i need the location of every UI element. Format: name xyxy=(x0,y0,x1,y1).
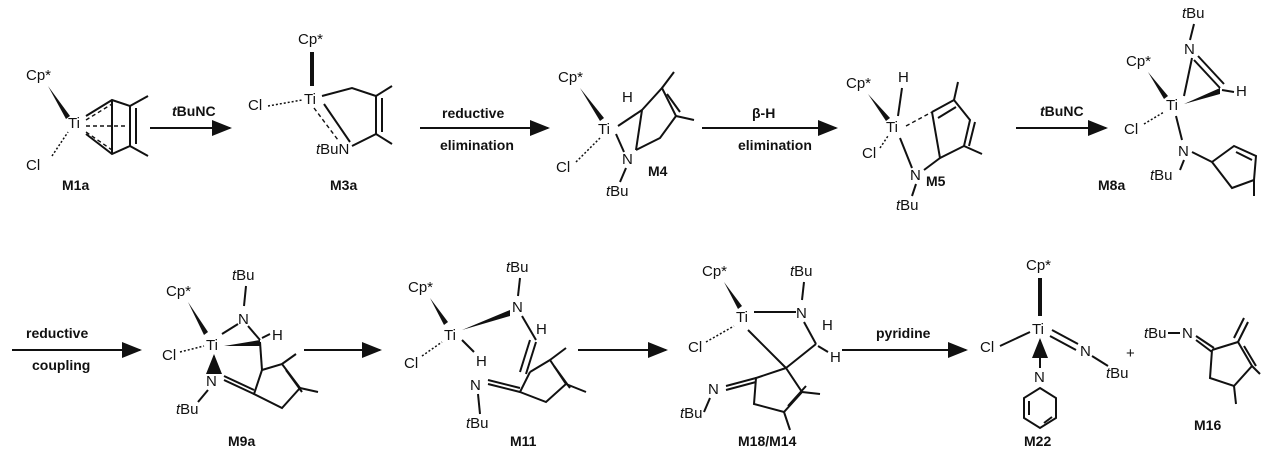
svg-text:Ti: Ti xyxy=(444,327,456,344)
svg-text:H: H xyxy=(822,317,833,334)
structure-M8a: tBu N Cp* Ti H Cl N tBu xyxy=(1124,5,1258,196)
svg-text:tBu: tBu xyxy=(1144,325,1167,342)
svg-text:H: H xyxy=(1236,83,1247,100)
svg-text:Cp*: Cp* xyxy=(1126,53,1151,70)
svg-text:tBu: tBu xyxy=(1182,5,1205,22)
label-M4: M4 xyxy=(648,163,668,179)
arrow-2-label-1: reductive xyxy=(442,105,504,121)
svg-text:tBu: tBu xyxy=(896,197,919,214)
svg-text:H: H xyxy=(272,327,283,344)
svg-text:N: N xyxy=(1182,325,1193,342)
svg-text:Cl: Cl xyxy=(1124,121,1138,138)
svg-text:N: N xyxy=(1080,343,1091,360)
structure-M22: Cp* Ti Cl N tBu + N xyxy=(980,257,1135,430)
svg-text:N: N xyxy=(470,377,481,394)
svg-text:N: N xyxy=(910,167,921,184)
svg-text:H: H xyxy=(898,69,909,86)
svg-text:Cp*: Cp* xyxy=(166,283,191,300)
svg-text:Cp*: Cp* xyxy=(558,69,583,86)
arrow-4-label: tBuNC xyxy=(1040,103,1084,119)
structure-M11: tBu N Cp* Ti Cl H H N tBu xyxy=(404,259,587,432)
structure-M16: tBu N xyxy=(1144,317,1261,405)
label-M22: M22 xyxy=(1024,433,1051,449)
arrow-5-label-2: coupling xyxy=(32,357,90,373)
svg-text:Cl: Cl xyxy=(556,159,570,176)
svg-text:N: N xyxy=(238,311,249,328)
arrow-3-label-1: β-H xyxy=(752,105,775,121)
arrow-3-label-2: elimination xyxy=(738,137,812,153)
structure-M5: Cp* Ti H Cl N tBu xyxy=(846,69,983,214)
svg-text:N: N xyxy=(708,381,719,398)
arrow-1-label: tBuNC xyxy=(172,103,216,119)
arrow-8-label: pyridine xyxy=(876,325,931,341)
svg-text:Cl: Cl xyxy=(162,347,176,364)
svg-text:tBu: tBu xyxy=(790,263,813,280)
svg-text:Ti: Ti xyxy=(68,115,80,132)
label-M5: M5 xyxy=(926,173,946,189)
svg-text:Ti: Ti xyxy=(736,309,748,326)
svg-text:Cl: Cl xyxy=(980,339,994,356)
svg-text:tBuN: tBuN xyxy=(316,141,349,158)
svg-text:H: H xyxy=(622,89,633,106)
arrow-2-label-2: elimination xyxy=(440,137,514,153)
svg-text:tBu: tBu xyxy=(1150,167,1173,184)
svg-text:Cl: Cl xyxy=(688,339,702,356)
svg-text:Cp*: Cp* xyxy=(702,263,727,280)
svg-text:H: H xyxy=(830,349,841,366)
structure-M3a: Cp* Ti Cl tBuN xyxy=(248,31,393,158)
svg-text:Cp*: Cp* xyxy=(408,279,433,296)
label-M8a: M8a xyxy=(1098,177,1125,193)
svg-text:N: N xyxy=(206,373,217,390)
svg-text:tBu: tBu xyxy=(466,415,489,432)
svg-text:Cl: Cl xyxy=(862,145,876,162)
svg-text:Ti: Ti xyxy=(598,121,610,138)
svg-text:N: N xyxy=(1178,143,1189,160)
label-M3a: M3a xyxy=(330,177,357,193)
structure-M1a: Cp* Ti Cl xyxy=(26,67,149,174)
svg-text:Cp*: Cp* xyxy=(1026,257,1051,274)
structure-M18-M14: Cp* Ti tBu N H H Cl N tBu xyxy=(680,263,841,431)
svg-text:N: N xyxy=(796,305,807,322)
structure-M4: Cp* Ti Cl H N tBu xyxy=(556,69,695,200)
svg-text:tBu: tBu xyxy=(606,183,629,200)
svg-text:Ti: Ti xyxy=(1032,321,1044,338)
svg-text:Cp*: Cp* xyxy=(846,75,871,92)
label-M9a: M9a xyxy=(228,433,255,449)
svg-text:H: H xyxy=(476,353,487,370)
label-M18-M14: M18/M14 xyxy=(738,433,797,449)
label-M1a: M1a xyxy=(62,177,89,193)
svg-text:Cp*: Cp* xyxy=(298,31,323,48)
svg-text:tBu: tBu xyxy=(680,405,703,422)
arrow-5-label-1: reductive xyxy=(26,325,88,341)
svg-text:tBu: tBu xyxy=(1106,365,1129,382)
label-M11: M11 xyxy=(510,433,537,449)
svg-text:Cl: Cl xyxy=(248,97,262,114)
svg-text:Cp*: Cp* xyxy=(26,67,51,84)
svg-text:Ti: Ti xyxy=(886,119,898,136)
svg-text:tBu: tBu xyxy=(506,259,529,276)
svg-text:Ti: Ti xyxy=(1166,97,1178,114)
label-M16: M16 xyxy=(1194,417,1221,433)
svg-text:N: N xyxy=(1034,369,1045,386)
svg-text:H: H xyxy=(536,321,547,338)
svg-text:Ti: Ti xyxy=(304,91,316,108)
svg-text:Ti: Ti xyxy=(206,337,218,354)
svg-text:N: N xyxy=(1184,41,1195,58)
svg-text:Cl: Cl xyxy=(404,355,418,372)
structure-M9a: Cp* Ti tBu N H Cl N tBu xyxy=(162,267,319,418)
svg-text:N: N xyxy=(512,299,523,316)
svg-text:tBu: tBu xyxy=(176,401,199,418)
svg-text:+: + xyxy=(1126,345,1135,362)
svg-text:tBu: tBu xyxy=(232,267,255,284)
svg-text:Cl: Cl xyxy=(26,157,40,174)
svg-text:N: N xyxy=(622,151,633,168)
